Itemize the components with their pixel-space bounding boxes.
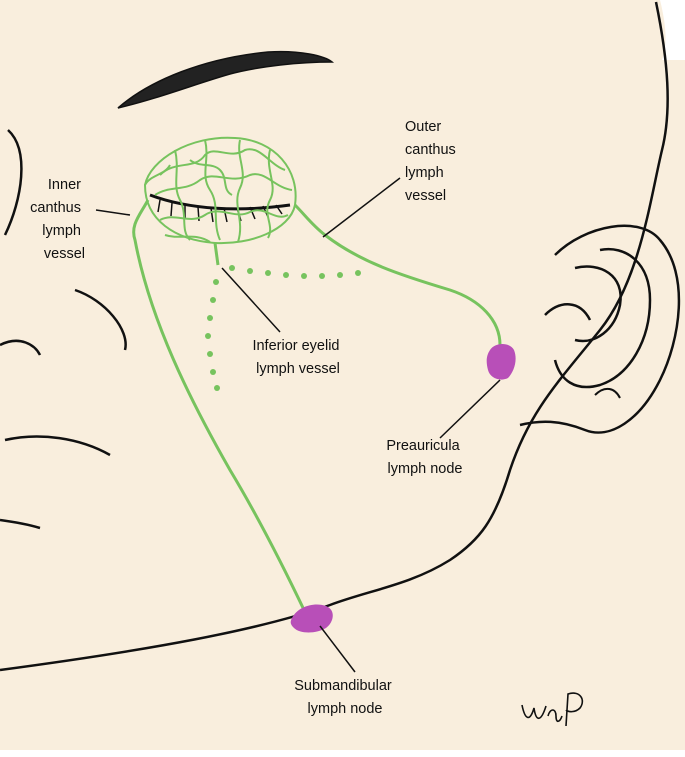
leader-outer-canthus <box>322 177 401 238</box>
leader-inferior-eyelid <box>221 267 281 333</box>
face-contour <box>0 1 669 672</box>
label-inner-canthus-line3: lymph <box>42 223 81 239</box>
label-inner-canthus-line4: vessel <box>44 246 85 262</box>
label-inferior-eyelid: Inferior eyelid lymph vessel <box>252 338 343 377</box>
label-submandibular-line1: Submandibular <box>294 678 392 694</box>
label-inferior-eyelid-line2: lymph vessel <box>256 361 340 377</box>
preauricular-lymph-node <box>486 344 516 380</box>
label-preauricular: Preauricula lymph node <box>386 438 463 477</box>
artist-signature <box>521 692 584 727</box>
lower-lip-line <box>0 518 41 530</box>
ear-antihelix <box>574 265 622 343</box>
label-outer-canthus: Outer canthus lymph vessel <box>405 119 460 204</box>
label-outer-canthus-line3: lymph <box>405 165 444 181</box>
label-submandibular-line2: lymph node <box>308 701 383 717</box>
label-submandibular: Submandibular lymph node <box>294 678 396 717</box>
label-outer-canthus-line1: Outer <box>405 119 441 135</box>
label-preauricular-line1: Preauricula <box>386 438 460 454</box>
ear-lobe-mark <box>594 387 621 399</box>
label-inferior-eyelid-line1: Inferior eyelid <box>252 338 339 354</box>
lip-line <box>4 435 111 457</box>
label-inner-canthus: Inner canthus lymph vessel <box>30 177 85 262</box>
inner-canthus-lymph-vessel <box>132 199 307 613</box>
nose-wing <box>74 288 127 351</box>
nostril <box>0 339 42 356</box>
nose-bridge-line <box>3 129 23 236</box>
outer-canthus-lymph-vessel <box>293 203 502 346</box>
ear-inner-fold <box>553 247 652 389</box>
leader-submandibular <box>319 625 356 673</box>
label-inner-canthus-line1: Inner <box>48 177 81 193</box>
label-inner-canthus-line2: canthus <box>30 200 81 216</box>
white-border-bottom <box>0 750 685 757</box>
dotted-lymph-path-vertical <box>205 279 220 391</box>
ear-outline <box>519 224 681 434</box>
label-outer-canthus-line4: vessel <box>405 188 446 204</box>
leader-preauricular <box>439 379 501 439</box>
leader-lines <box>95 177 501 673</box>
dotted-lymph-path-horizontal <box>229 265 361 279</box>
leader-inner-canthus <box>95 209 131 216</box>
inferior-eyelid-vessel-trunk <box>213 242 220 266</box>
submandibular-lymph-node <box>290 604 333 633</box>
ear-tragus <box>544 303 592 321</box>
label-outer-canthus-line2: canthus <box>405 142 456 158</box>
eyebrow <box>117 50 335 109</box>
label-preauricular-line2: lymph node <box>388 461 463 477</box>
